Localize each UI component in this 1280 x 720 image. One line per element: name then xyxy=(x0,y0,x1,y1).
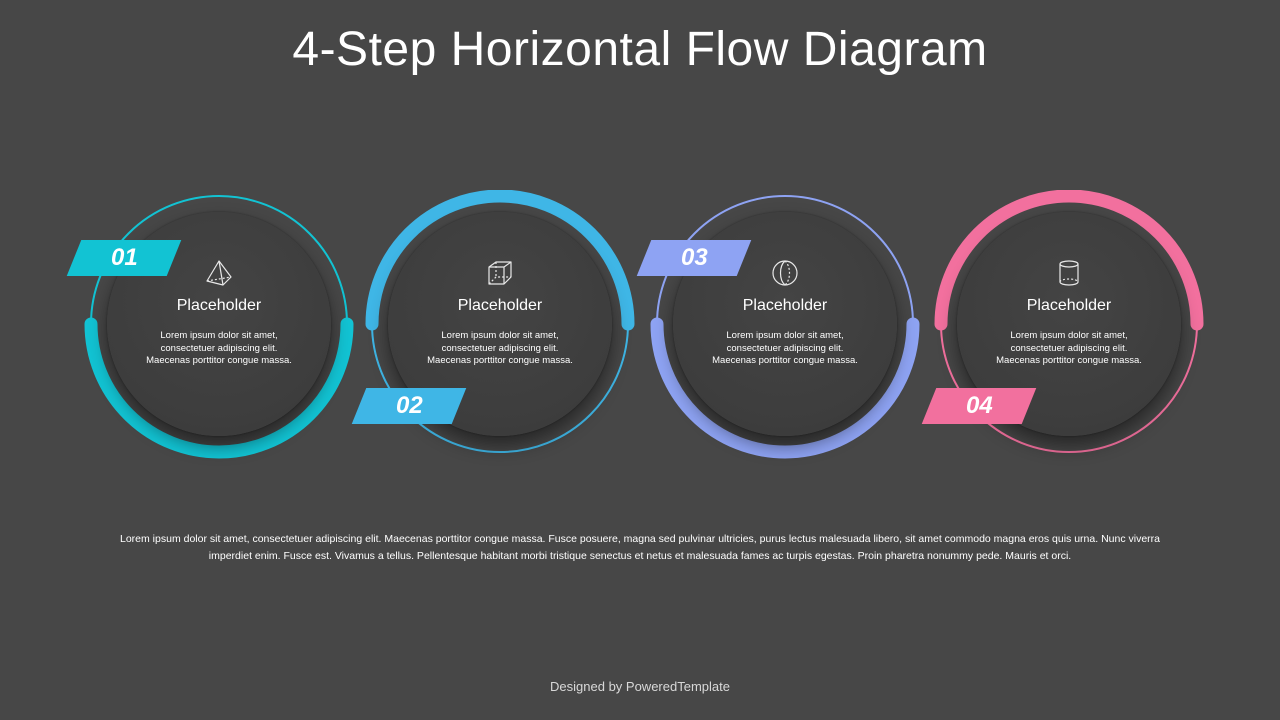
step-1-text: Lorem ipsum dolor sit amet, consectetuer… xyxy=(146,330,292,366)
step-3-heading: Placeholder xyxy=(742,297,828,314)
step-1-heading: Placeholder xyxy=(176,297,262,314)
step-4-badge: 04 xyxy=(921,388,1037,424)
step-4-heading: Placeholder xyxy=(1026,297,1112,314)
cube-icon xyxy=(488,261,512,285)
step-3-badge: 03 xyxy=(636,240,752,276)
step-1-badge: 01 xyxy=(66,240,182,276)
step-2-number: 02 xyxy=(395,392,423,419)
step-3-text: Lorem ipsum dolor sit amet, consectetuer… xyxy=(712,330,858,366)
step-2: Placeholder Lorem ipsum dolor sit amet, … xyxy=(351,190,641,480)
step-1: Placeholder Lorem ipsum dolor sit amet, … xyxy=(70,190,360,480)
pyramid-icon xyxy=(206,260,232,286)
step-3-ring xyxy=(650,195,920,459)
step-4-number: 04 xyxy=(965,392,993,419)
step-3-number: 03 xyxy=(680,244,708,271)
step-2-heading: Placeholder xyxy=(457,297,543,314)
footer-credit: Designed by PoweredTemplate xyxy=(550,679,730,694)
step-4: Placeholder Lorem ipsum dolor sit amet, … xyxy=(920,190,1210,480)
step-1-ring xyxy=(84,195,354,459)
step-4-text: Lorem ipsum dolor sit amet, consectetuer… xyxy=(996,330,1142,366)
step-2-text: Lorem ipsum dolor sit amet, consectetuer… xyxy=(427,330,573,366)
page-title: 4-Step Horizontal Flow Diagram xyxy=(292,23,988,76)
sphere-icon xyxy=(772,260,798,286)
step-3: Placeholder Lorem ipsum dolor sit amet, … xyxy=(636,190,926,480)
step-2-ring xyxy=(365,190,635,453)
step-1-number: 01 xyxy=(110,244,138,271)
step-2-badge: 02 xyxy=(351,388,467,424)
description-text: Lorem ipsum dolor sit amet, consectetuer… xyxy=(120,533,1160,562)
cylinder-icon xyxy=(1059,260,1079,286)
step-4-ring xyxy=(934,190,1204,453)
